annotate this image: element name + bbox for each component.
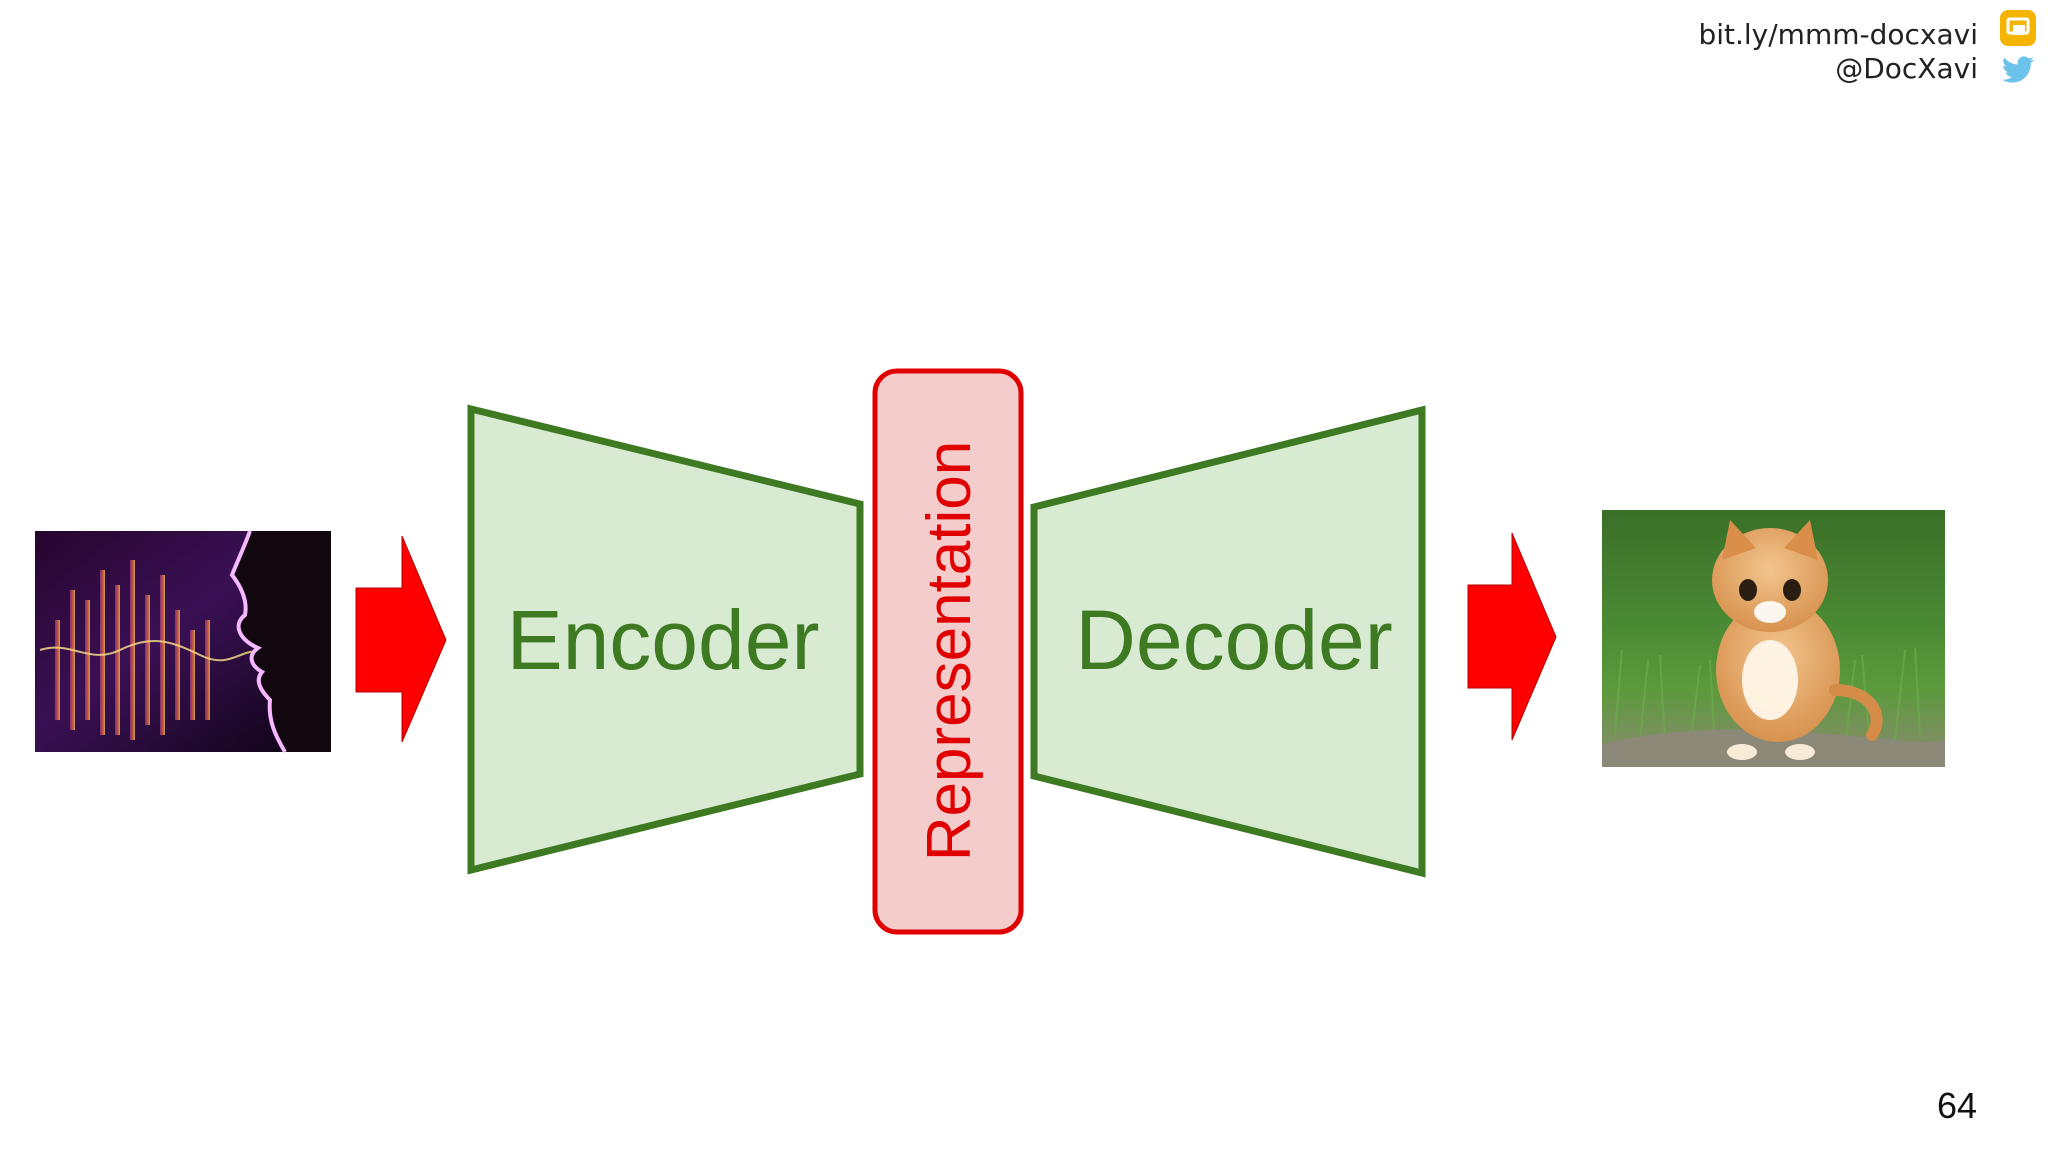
representation-block (872, 368, 1024, 935)
twitter-handle[interactable]: @DocXavi (1835, 52, 1978, 85)
twitter-bird-icon[interactable] (1998, 50, 2038, 90)
encoder-block (467, 404, 864, 875)
input-arrow (355, 535, 447, 743)
page-number: 64 (1936, 1085, 1977, 1126)
google-slides-icon[interactable] (1998, 8, 2038, 48)
representation-label: Representation (915, 441, 984, 862)
slides-link[interactable]: bit.ly/mmm-docxavi (1698, 18, 1978, 51)
kitten-on-grass-image (1602, 510, 1945, 767)
encoder-label: Encoder (507, 593, 820, 687)
output-arrow (1467, 532, 1557, 741)
decoder-label: Decoder (1075, 593, 1393, 687)
decoder-block (1030, 405, 1426, 878)
header-links: bit.ly/mmm-docxavi @DocXavi (1628, 0, 2048, 110)
speech-voice-waveform-image (35, 530, 331, 754)
waveform-bars (55, 560, 210, 740)
